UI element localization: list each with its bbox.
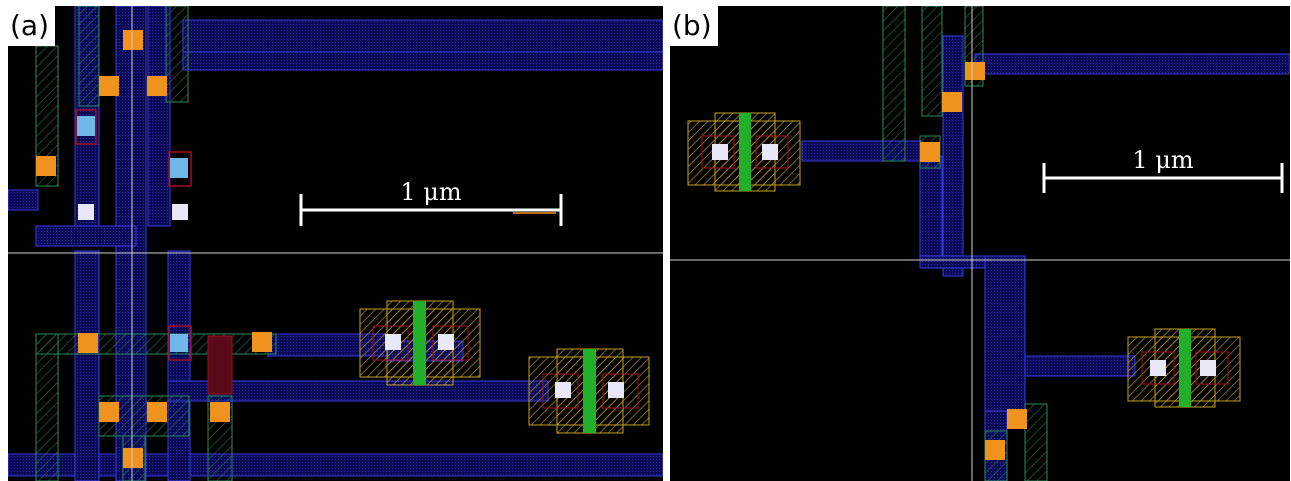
diffusion-region [35, 333, 277, 355]
layout-b-canvas: 1 μm [670, 6, 1290, 481]
metal-wire [8, 189, 39, 211]
contact [99, 402, 119, 422]
scale-bar: 1 μm [299, 178, 563, 226]
metal-rail [974, 53, 1290, 75]
contact [985, 440, 1005, 460]
metal-wire [35, 225, 137, 247]
metal-column [984, 255, 1026, 417]
diffusion-region [165, 6, 189, 103]
metal-wire [1024, 355, 1136, 377]
panel-label: (a) [8, 6, 56, 46]
metal-rail [182, 19, 663, 53]
contact [99, 76, 119, 96]
contact [942, 92, 962, 112]
contact [36, 156, 56, 176]
poly-region [168, 151, 192, 187]
contact [252, 332, 272, 352]
via [77, 116, 95, 136]
scale-bar-label: 1 μm [1132, 146, 1193, 174]
cut [78, 204, 94, 220]
metal-column [942, 35, 964, 277]
metal-column [919, 155, 943, 267]
transistor [1127, 328, 1241, 408]
metal-rail [182, 51, 663, 71]
poly-region [168, 325, 192, 361]
via [170, 334, 188, 352]
poly-region [75, 109, 97, 145]
metal-rail [8, 453, 663, 477]
cut [172, 204, 188, 220]
metal-column [147, 6, 171, 227]
contact [123, 30, 143, 50]
transistor [528, 348, 650, 434]
panel-label: (b) [670, 6, 718, 46]
diffusion-region [921, 6, 943, 117]
scale-bar-label: 1 μm [400, 178, 461, 206]
contact [965, 62, 985, 80]
via [170, 158, 188, 178]
diffusion-region [78, 6, 100, 107]
metal-wire [919, 255, 991, 269]
contact [123, 448, 143, 468]
contact [920, 142, 940, 162]
contact [147, 402, 167, 422]
layout-panel-b: 1 μm (b) [670, 6, 1290, 481]
scale-bar: 1 μm [1042, 146, 1284, 193]
layout-panel-a: 1 μm (a) [8, 6, 663, 481]
contact [1007, 409, 1027, 429]
layout-a-canvas: 1 μm [8, 6, 663, 481]
diffusion-region [882, 6, 906, 162]
metal-column [167, 250, 191, 481]
diffusion-region [1024, 403, 1048, 481]
transistor [687, 112, 801, 192]
contact [78, 333, 98, 353]
contact [210, 402, 230, 422]
contact [147, 76, 167, 96]
poly-region [207, 335, 233, 395]
metal-column [74, 250, 100, 481]
transistor [359, 300, 481, 386]
diffusion-region [35, 45, 59, 187]
diffusion-region [35, 333, 59, 481]
